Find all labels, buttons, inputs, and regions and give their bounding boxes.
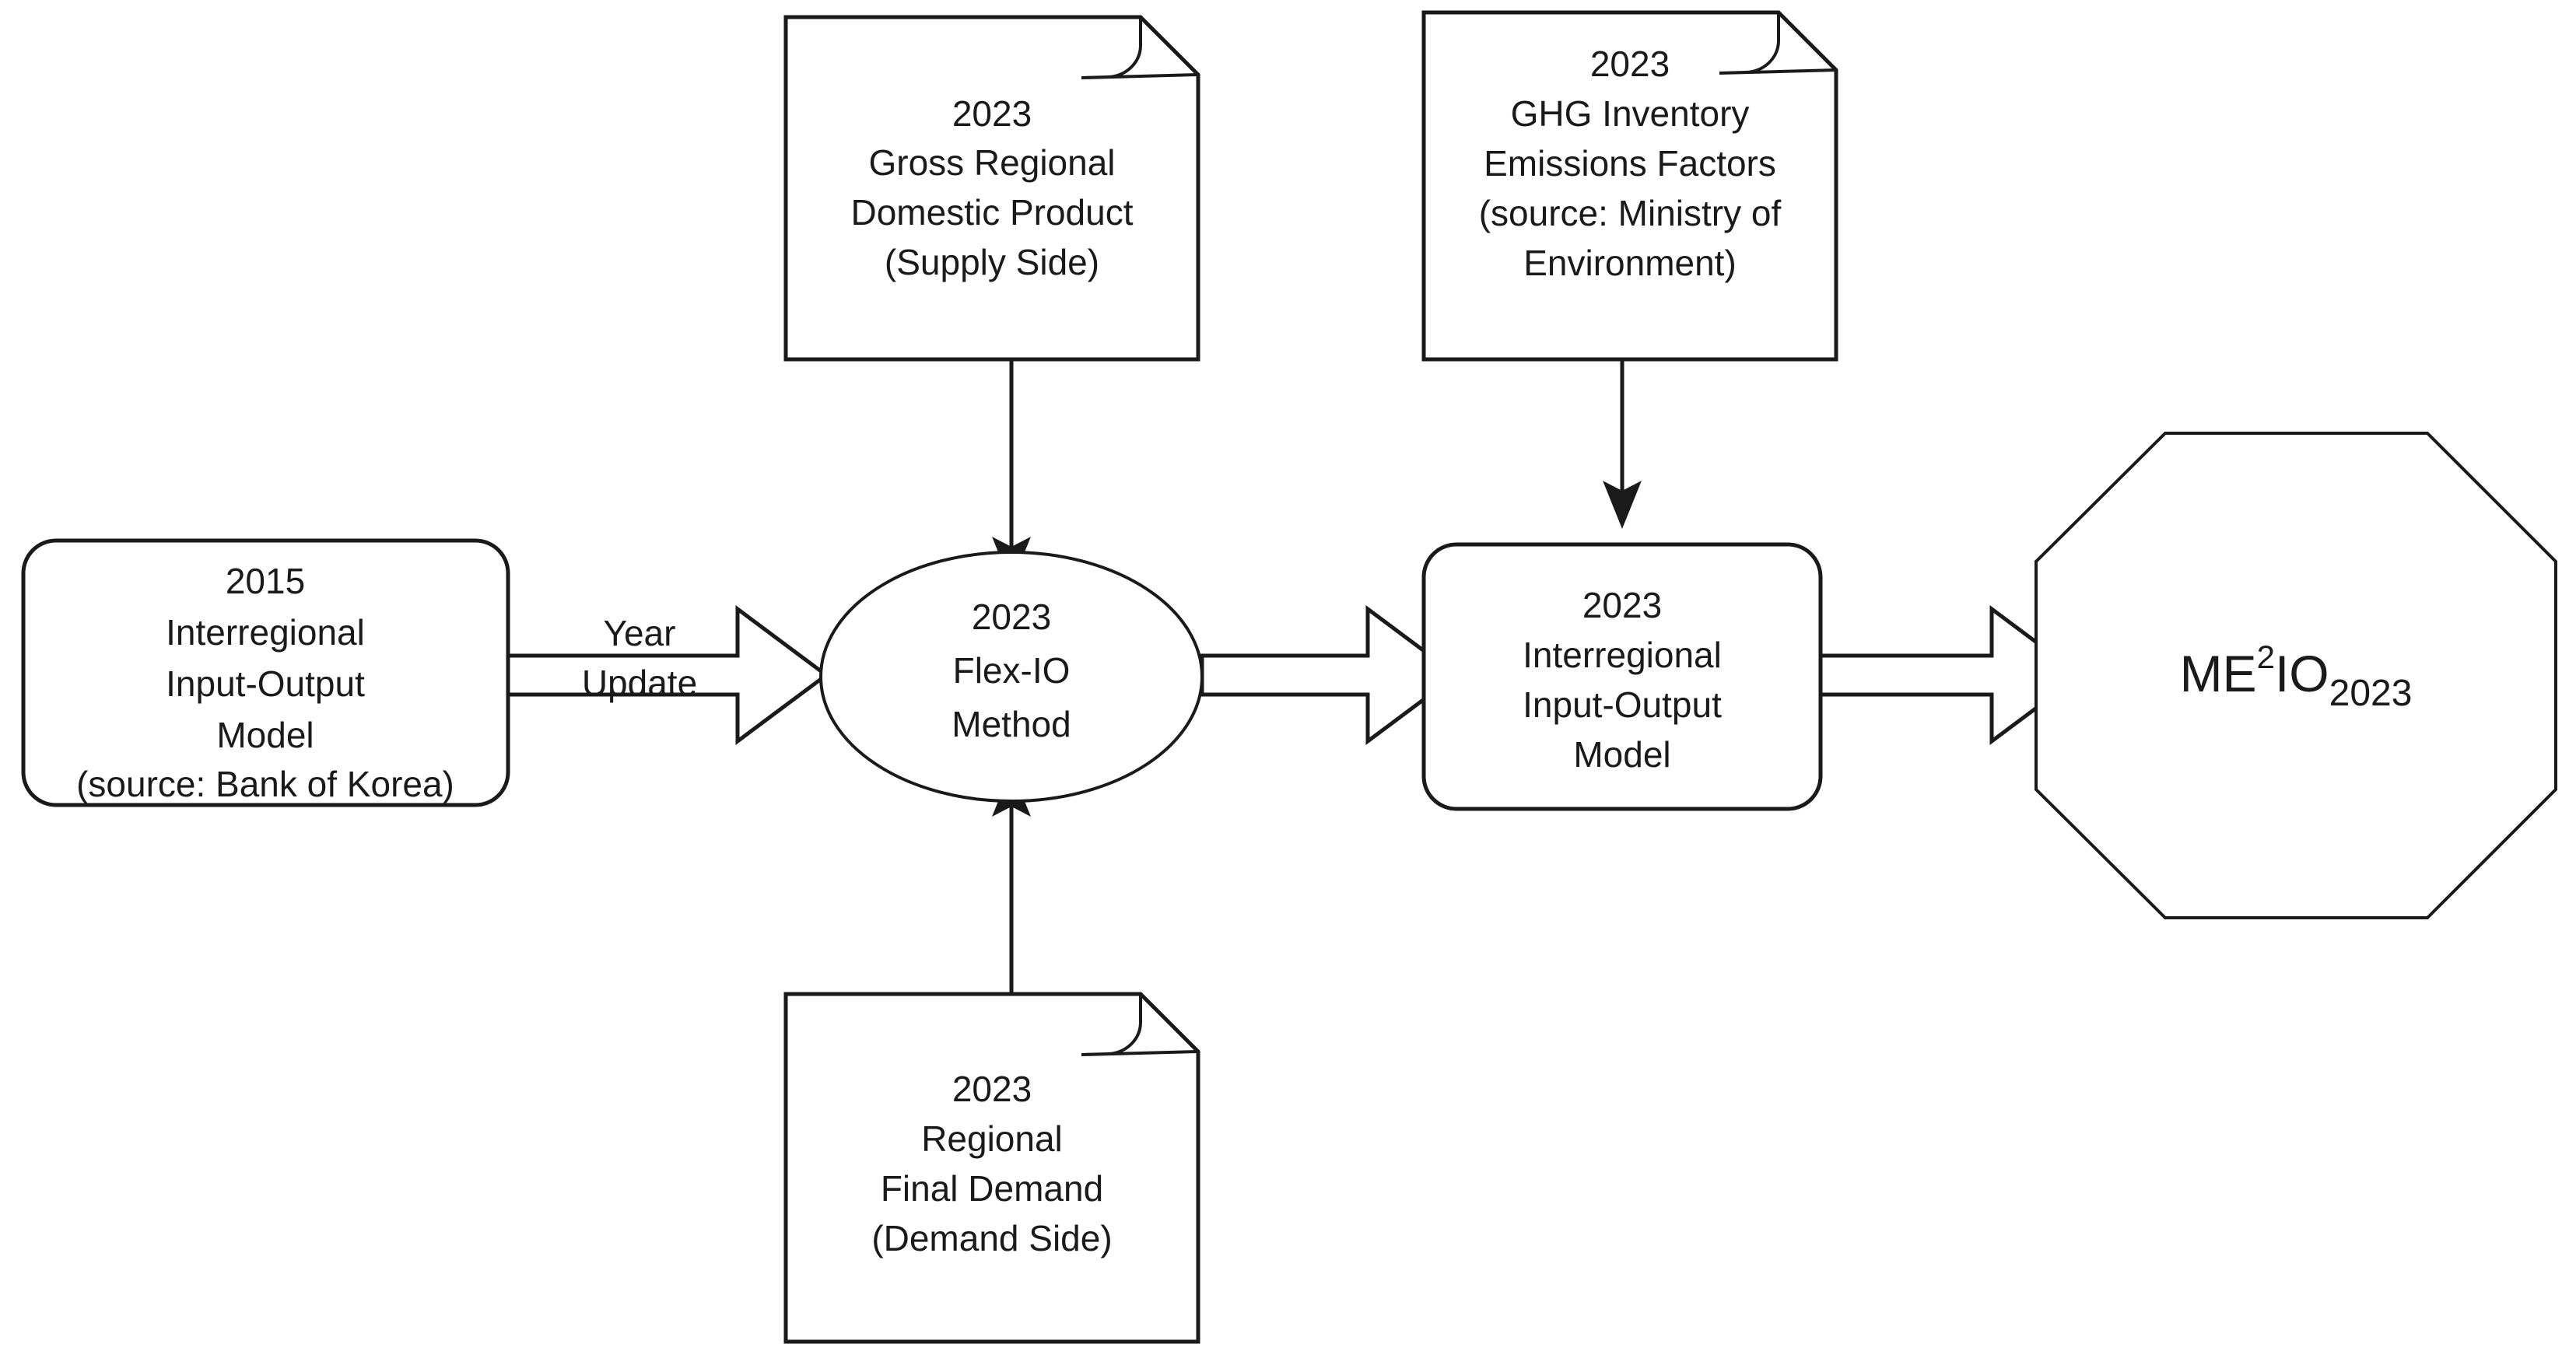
node-ghg-doc-fold-icon bbox=[1719, 12, 1837, 75]
node-grdp-doc-line-2: Domestic Product bbox=[850, 192, 1133, 233]
node-flexio-method-ellipse[interactable] bbox=[819, 551, 1204, 803]
result-base: ME bbox=[2180, 645, 2257, 702]
node-ghg-doc-line-3: (source: Ministry of bbox=[1479, 193, 1782, 233]
node-ghg-doc[interactable]: 2023 GHG Inventory Emissions Factors (so… bbox=[1421, 10, 1838, 362]
node-demand-doc-shape[interactable] bbox=[783, 992, 1200, 1344]
edge-year-update-block-arrow bbox=[506, 605, 830, 745]
node-demand-doc-line-3: (Demand Side) bbox=[871, 1218, 1112, 1258]
edge-ghg-to-model bbox=[1603, 359, 1642, 529]
node-updated-model-line-2: Input-Output bbox=[1523, 684, 1722, 725]
node-flexio-method-line-2: Method bbox=[952, 704, 1071, 744]
edge-year-update-label: Year Update bbox=[582, 613, 697, 703]
node-updated-model-line-0: 2023 bbox=[1582, 585, 1662, 625]
edge-year-update bbox=[506, 605, 830, 745]
edge-year-update-label-line-1: Update bbox=[582, 663, 697, 703]
node-grdp-doc-line-3: (Supply Side) bbox=[885, 242, 1099, 282]
node-updated-model-line-3: Model bbox=[1573, 734, 1670, 775]
node-grdp-doc-line-1: Gross Regional bbox=[868, 142, 1115, 183]
node-ghg-doc-line-1: GHG Inventory bbox=[1511, 93, 1750, 134]
edge-method-to-model-block-arrow bbox=[1200, 605, 1460, 745]
result-subscript: 2023 bbox=[2329, 673, 2413, 714]
node-updated-model-line-1: Interregional bbox=[1523, 635, 1722, 675]
node-ghg-doc-line-2: Emissions Factors bbox=[1484, 143, 1776, 184]
node-grdp-doc-shape[interactable] bbox=[783, 15, 1200, 362]
result-superscript: 2 bbox=[2257, 639, 2275, 675]
edge-ghg-to-model-arrowhead bbox=[1603, 481, 1642, 529]
node-source-model-line-0: 2015 bbox=[226, 561, 305, 601]
node-demand-doc[interactable]: 2023 Regional Final Demand (Demand Side) bbox=[783, 992, 1200, 1344]
node-updated-model[interactable]: 2023 Interregional Input-Output Model bbox=[1421, 542, 1823, 811]
node-grdp-doc[interactable]: 2023 Gross Regional Domestic Product (Su… bbox=[783, 15, 1200, 362]
node-demand-doc-line-0: 2023 bbox=[952, 1069, 1032, 1109]
node-grdp-doc-fold-icon bbox=[1081, 17, 1199, 79]
edge-year-update-label-line-0: Year bbox=[604, 613, 676, 653]
node-ghg-doc-line-4: Environment) bbox=[1523, 243, 1737, 283]
node-result-octagon[interactable]: ME2IO2023 bbox=[2035, 432, 2557, 919]
node-demand-doc-fold-icon bbox=[1081, 994, 1199, 1056]
node-result-octagon-label: ME2IO2023 bbox=[2180, 639, 2413, 714]
node-ghg-doc-line-0: 2023 bbox=[1590, 44, 1670, 84]
node-demand-doc-line-2: Final Demand bbox=[881, 1168, 1103, 1209]
node-flexio-method[interactable]: 2023 Flex-IO Method bbox=[819, 551, 1204, 803]
node-result-octagon-shape[interactable] bbox=[2035, 432, 2557, 919]
node-source-model-line-2: Input-Output bbox=[166, 663, 365, 704]
edge-method-to-model bbox=[1200, 605, 1460, 745]
node-source-model[interactable]: 2015 Interregional Input-Output Model (s… bbox=[21, 538, 510, 807]
node-source-model-line-1: Interregional bbox=[166, 612, 365, 653]
node-grdp-doc-line-0: 2023 bbox=[952, 93, 1032, 134]
node-demand-doc-line-1: Regional bbox=[921, 1118, 1063, 1159]
result-mid: IO bbox=[2275, 645, 2329, 702]
node-source-model-line-4: (source: Bank of Korea) bbox=[76, 764, 454, 804]
node-updated-model-box[interactable] bbox=[1421, 542, 1823, 811]
node-source-model-box[interactable] bbox=[21, 538, 510, 807]
node-flexio-method-line-1: Flex-IO bbox=[953, 650, 1071, 691]
node-source-model-line-3: Model bbox=[216, 715, 314, 755]
node-ghg-doc-shape[interactable] bbox=[1421, 10, 1838, 362]
node-flexio-method-line-0: 2023 bbox=[972, 597, 1051, 637]
